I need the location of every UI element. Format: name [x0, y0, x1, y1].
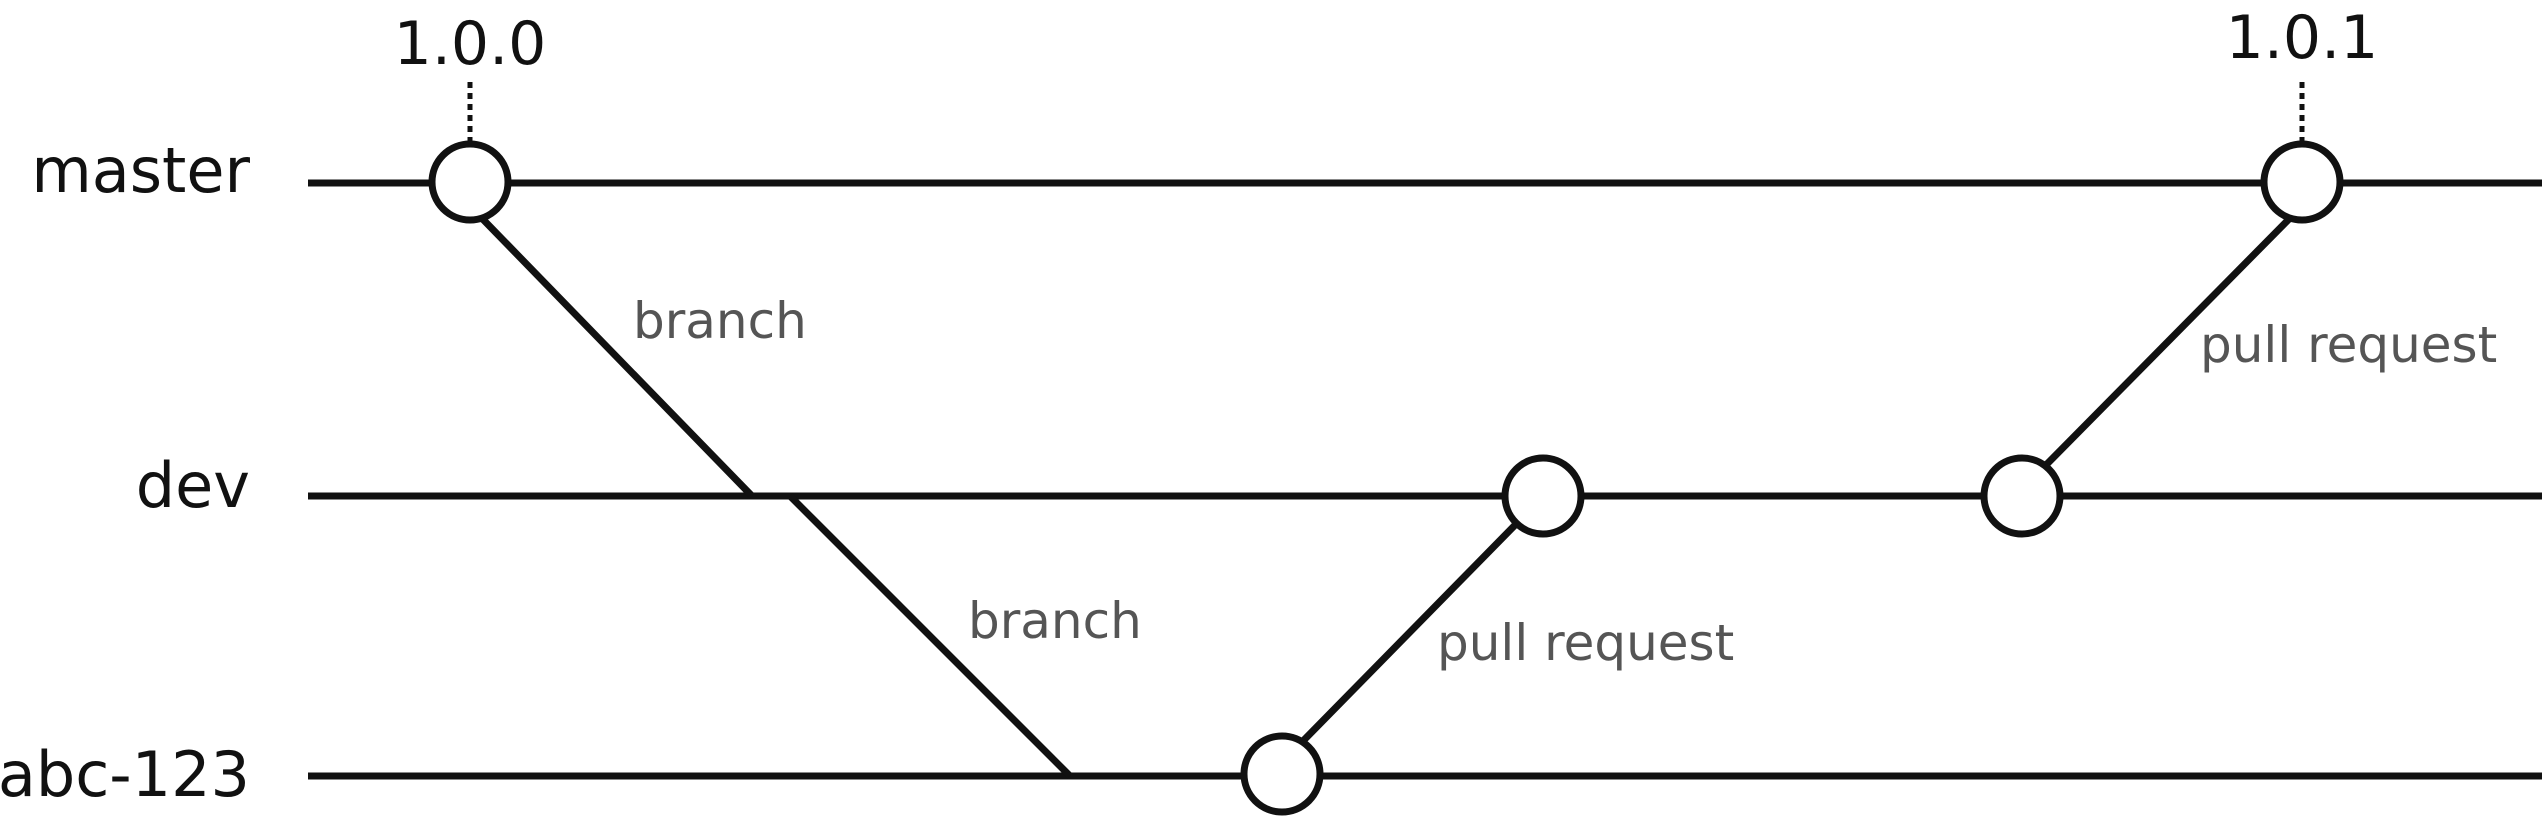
commit-master-1-0-0 — [428, 140, 512, 224]
tag-label-1-0-1: 1.0.1 — [2226, 3, 2379, 73]
commit-master-1-0-1 — [2260, 140, 2344, 224]
edge-label-pull-request-dev: pull request — [1437, 614, 1734, 672]
lane-label-dev: dev — [136, 449, 250, 522]
commit-dev-merge — [1501, 454, 1585, 538]
lane-label-abc-123: abc-123 — [0, 738, 250, 811]
commit-abc-123 — [1240, 732, 1324, 816]
commit-dev-release — [1980, 454, 2064, 538]
edge-label-pull-request-master: pull request — [2200, 316, 2497, 374]
edge-label-branch-dev: branch — [968, 592, 1142, 650]
edge-dev-to-master — [2043, 209, 2299, 468]
edge-abc-123-to-dev — [1299, 517, 1523, 745]
edge-dev-to-abc-123 — [787, 493, 1073, 779]
edge-label-branch-master: branch — [633, 292, 807, 350]
lane-label-master: master — [31, 134, 250, 207]
edge-master-to-dev — [467, 203, 755, 499]
tag-label-1-0-0: 1.0.0 — [394, 9, 547, 79]
